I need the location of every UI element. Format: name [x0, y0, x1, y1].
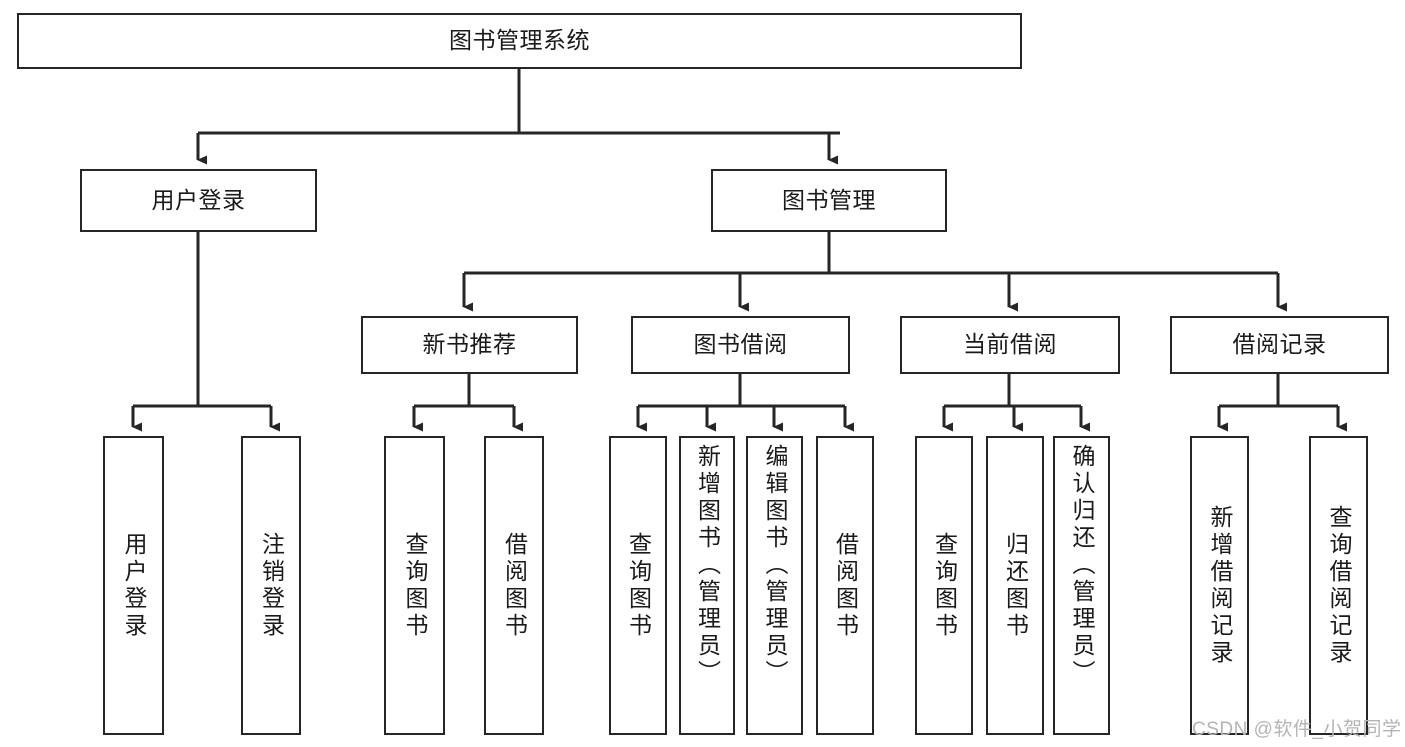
node-book-management[interactable]: 图书管理: [711, 169, 947, 232]
leaf-query-book-3[interactable]: 查询图书: [915, 436, 973, 735]
node-current-borrow-label: 当前借阅: [963, 331, 1057, 358]
node-book-borrow-label: 图书借阅: [693, 331, 788, 358]
leaf-query-book-2[interactable]: 查询图书: [609, 436, 667, 735]
node-new-book-recommend[interactable]: 新书推荐: [361, 316, 578, 374]
edge-bookmgmt-to-level3: [462, 232, 1287, 312]
leaf-add-borrow-record-label: 新增借阅记录: [1207, 504, 1233, 667]
node-root[interactable]: 图书管理系统: [17, 13, 1022, 69]
leaf-confirm-return-admin[interactable]: 确认归还（管理员）: [1053, 436, 1110, 735]
leaf-borrow-book-1[interactable]: 借阅图书: [484, 436, 544, 735]
leaf-user-login[interactable]: 用户登录: [103, 436, 164, 735]
edge-bookborrow-to-leaves: [636, 374, 854, 432]
edge-root-to-level2: [196, 69, 840, 165]
leaf-query-book-3-label: 查询图书: [931, 531, 958, 640]
leaf-return-book[interactable]: 归还图书: [986, 436, 1044, 735]
leaf-user-login-label: 用户登录: [121, 531, 147, 640]
node-user-login-label: 用户登录: [151, 186, 246, 213]
leaf-add-book-admin-label: 新增图书（管理员）: [694, 444, 721, 687]
leaf-query-borrow-record-label: 查询借阅记录: [1326, 504, 1352, 667]
leaf-logout-login[interactable]: 注销登录: [241, 436, 301, 735]
leaf-logout-login-label: 注销登录: [258, 531, 285, 640]
leaf-query-book-1-label: 查询图书: [402, 531, 428, 640]
leaf-confirm-return-admin-label: 确认归还（管理员）: [1069, 444, 1095, 687]
edge-userlogin-to-leaves: [131, 232, 280, 432]
node-borrow-record-label: 借阅记录: [1232, 331, 1327, 358]
leaf-add-borrow-record[interactable]: 新增借阅记录: [1190, 436, 1249, 735]
leaf-return-book-label: 归还图书: [1002, 531, 1029, 640]
edge-borrowrecord-to-leaves: [1217, 374, 1347, 432]
leaf-edit-book-admin[interactable]: 编辑图书（管理员）: [746, 436, 803, 735]
edge-currentborrow-to-leaves: [942, 374, 1090, 432]
watermark-text: CSDN @软件_小贺同学: [1192, 719, 1402, 740]
leaf-query-book-1[interactable]: 查询图书: [384, 436, 445, 735]
node-root-label: 图书管理系统: [449, 27, 590, 54]
edge-newbook-to-leaves: [412, 374, 523, 432]
leaf-borrow-book-2[interactable]: 借阅图书: [816, 436, 874, 735]
node-borrow-record[interactable]: 借阅记录: [1170, 316, 1389, 374]
leaf-add-book-admin[interactable]: 新增图书（管理员）: [679, 436, 735, 735]
node-user-login[interactable]: 用户登录: [80, 169, 317, 232]
leaf-borrow-book-1-label: 借阅图书: [501, 531, 528, 640]
node-book-borrow[interactable]: 图书借阅: [631, 316, 850, 374]
node-book-management-label: 图书管理: [782, 186, 876, 213]
leaf-query-book-2-label: 查询图书: [625, 531, 652, 640]
node-current-borrow[interactable]: 当前借阅: [900, 316, 1120, 374]
leaf-query-borrow-record[interactable]: 查询借阅记录: [1309, 436, 1368, 735]
node-new-book-recommend-label: 新书推荐: [422, 331, 517, 358]
leaf-edit-book-admin-label: 编辑图书（管理员）: [762, 444, 788, 687]
leaf-borrow-book-2-label: 借阅图书: [832, 531, 859, 640]
